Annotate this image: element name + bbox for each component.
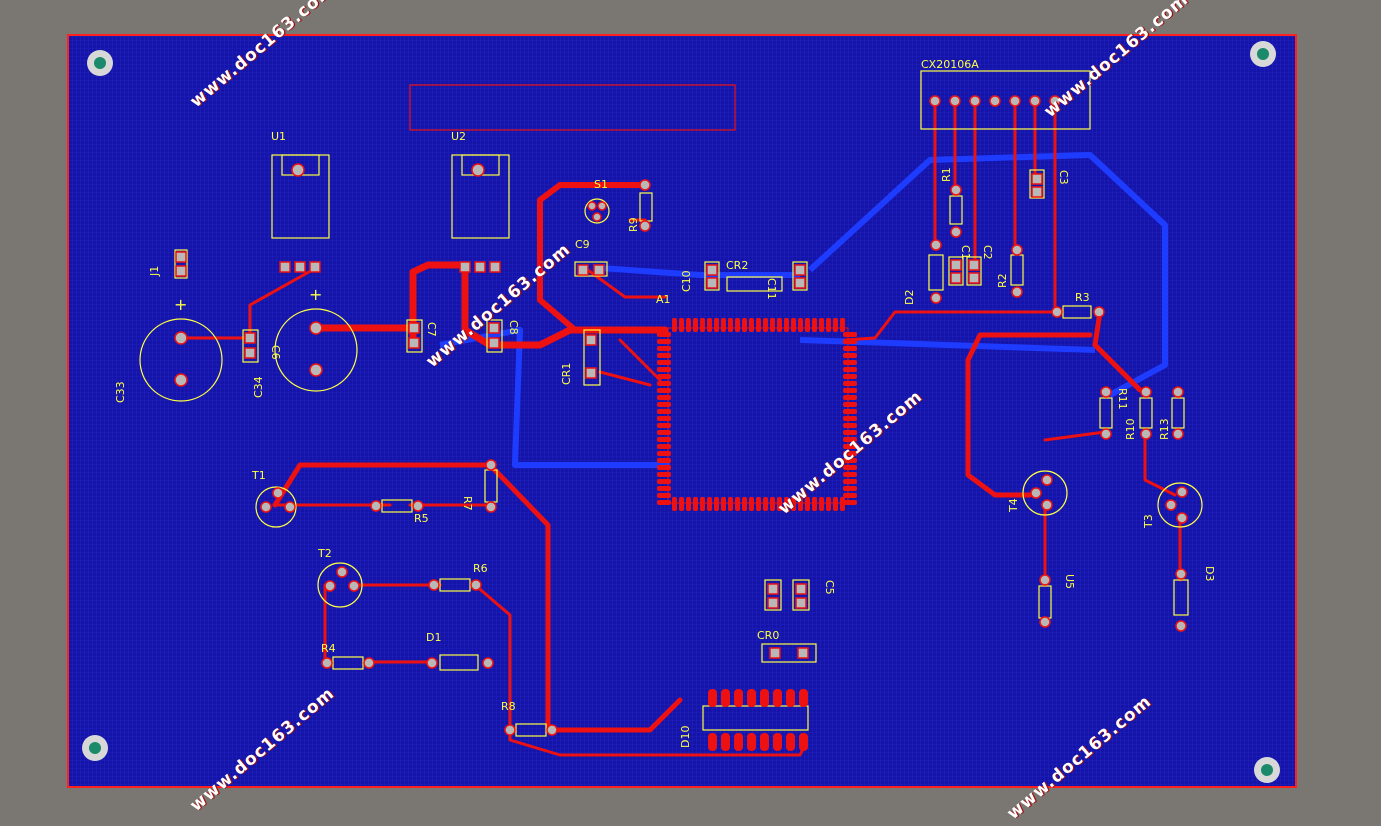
label-t1: T1 [251,469,266,482]
label-d10: D10 [679,726,692,748]
label-t4: T4 [1007,498,1020,513]
label-r5: R5 [414,512,429,525]
label-c9: C9 [575,238,590,251]
label-r10: R10 [1124,418,1137,440]
label-r3: R3 [1075,291,1090,304]
label-d1: D1 [426,631,441,644]
plus-mark-c6: + [309,285,322,304]
label-r9: R9 [627,217,640,232]
label-r8: R8 [501,700,516,713]
label-c3: C3 [1057,170,1070,185]
pads [174,95,1188,736]
label-r4: R4 [321,642,336,655]
label-c10: C10 [680,270,693,292]
label-u2: U2 [451,130,466,143]
label-r11: R11 [1116,388,1129,410]
label-cr2: CR2 [726,259,748,272]
qfp-chip-a1 [657,318,857,511]
label-r1: R1 [940,167,953,182]
label-t2: T2 [317,547,332,560]
label-r2: R2 [996,273,1009,288]
label-t3: T3 [1142,514,1155,529]
label-cr0: CR0 [757,629,779,642]
label-r7: R7 [461,496,474,511]
label-cr1: CR1 [560,363,573,385]
label-c2: C2 [981,245,994,260]
label-c7: C7 [425,322,438,337]
dip-d10-pads [708,689,808,751]
label-cx20106a: CX20106A [921,58,979,71]
label-r13: R13 [1158,418,1171,440]
label-c34: C34 [252,376,265,398]
label-u1: U1 [271,130,286,143]
silk-outline-box [409,84,736,131]
label-c8: C8 [507,320,520,335]
label-d3: D3 [1203,566,1216,581]
label-j1: J1 [148,266,161,277]
mounting-holes [82,41,1280,783]
label-c6: C6 [269,345,282,360]
label-c5: C5 [823,580,836,595]
label-c1: C1 [959,245,972,260]
label-d2: D2 [903,290,916,305]
label-a1: A1 [656,293,671,306]
label-s1: S1 [594,178,608,191]
plus-mark-c33: + [174,295,187,314]
label-c33: C33 [114,381,127,403]
label-u5: U5 [1063,574,1076,589]
label-c11: C11 [765,278,778,300]
reference-designators: U1 U2 J1 C33 C34 C6 C7 C8 S1 C9 R9 C10 C… [114,58,1216,748]
silkscreen [139,70,1203,737]
label-r6: R6 [473,562,488,575]
